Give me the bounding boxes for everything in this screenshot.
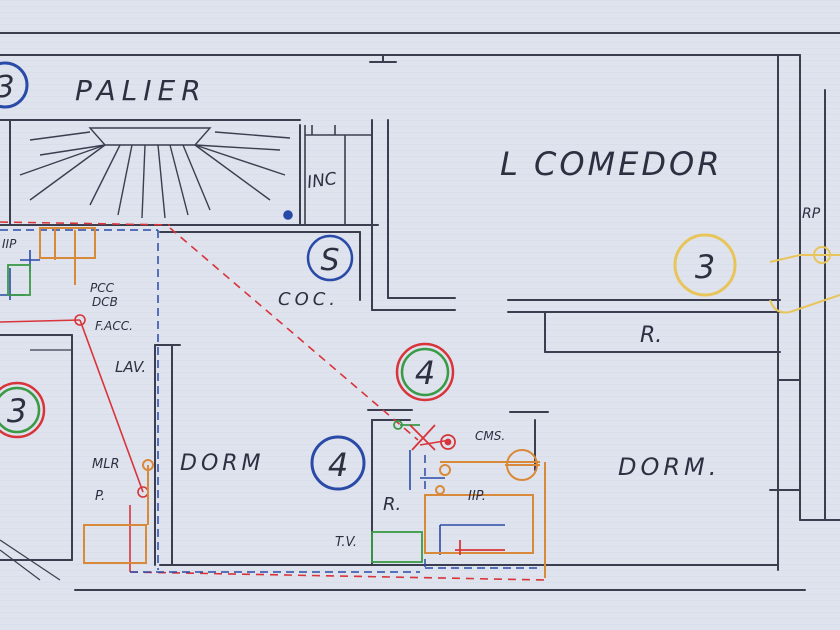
red-wiring [0, 221, 546, 581]
room-dorm-right: DORM. [618, 453, 720, 481]
label-iip-left: IIP [2, 237, 17, 251]
label-mlr: MLR [92, 457, 120, 472]
red-wiring-solid [0, 314, 451, 572]
marker-4-inner [400, 347, 450, 397]
label-tv: T.V. [335, 535, 357, 550]
room-dorm-left: DORM [180, 451, 265, 476]
marker-3-topleft-label: 3 [0, 70, 15, 105]
label-p: P. [95, 489, 105, 504]
room-comedor: L COMEDOR [500, 145, 722, 183]
walls [0, 32, 840, 591]
marker-4-outer [395, 342, 455, 402]
label-pcc: PCC [90, 281, 115, 295]
marker-3-left-outer [0, 381, 46, 439]
marker-3-left-inner [0, 386, 41, 434]
label-rp: RP [802, 206, 821, 222]
marker-4-blue [310, 435, 366, 491]
label-r-lower: R. [383, 494, 401, 515]
inc-duct [283, 125, 372, 225]
marker-3-left-label: 3 [7, 392, 27, 430]
room-lav: LAV. [115, 358, 146, 376]
marker-s-label: S [320, 243, 339, 278]
label-r-upper: R. [640, 323, 662, 348]
marker-3-topleft [0, 61, 29, 109]
label-cms: CMS. [475, 429, 505, 443]
staircase [19, 127, 291, 219]
marker-4-blue-label: 4 [328, 446, 348, 484]
left-fixtures [0, 349, 72, 581]
orange-fixtures [39, 227, 546, 578]
marker-3-yellow-label: 3 [695, 248, 715, 286]
red-fixtures [409, 424, 505, 555]
label-dcb: DCB [92, 295, 118, 309]
label-iip: IIP. [468, 489, 486, 504]
label-inc: INC [306, 169, 338, 193]
yellow-feed [769, 246, 840, 314]
room-coc: COC. [278, 289, 339, 310]
marker-3-yellow [673, 233, 737, 297]
label-facc: F.ACC. [95, 319, 133, 333]
room-palier: PALIER [75, 74, 207, 107]
marker-s [306, 234, 354, 282]
green-fixtures [7, 264, 423, 563]
marker-4-green-label: 4 [415, 354, 435, 392]
